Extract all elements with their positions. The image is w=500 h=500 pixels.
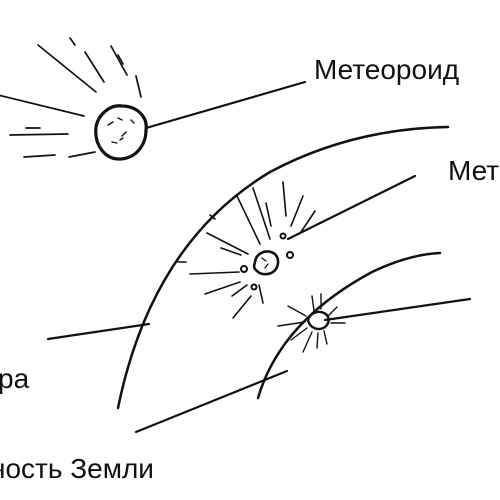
surface-leader-line: [134, 369, 289, 434]
atmosphere-boundary-arc: [116, 125, 450, 410]
atmosphere-label: ра: [0, 363, 30, 394]
meteorite-sparks: [277, 293, 346, 353]
meteor-fireball: [240, 232, 294, 291]
earth-surface-label: ность Земли: [0, 453, 154, 484]
meteor-leader-line: [286, 174, 417, 241]
atmosphere-leader-line: [46, 322, 151, 341]
meteoroid-leader-line: [144, 80, 307, 130]
leader-lines: [46, 80, 472, 434]
earth-surface-arc: [256, 251, 442, 400]
meteoroid-motion-streaks: [0, 37, 142, 158]
meteor-sparks: [177, 181, 316, 319]
meteorite-leader-line: [323, 297, 472, 322]
meteoroid-body: [94, 104, 148, 161]
meteor-label: Мет: [448, 155, 500, 186]
meteoroid-label: Метеороид: [314, 54, 460, 85]
